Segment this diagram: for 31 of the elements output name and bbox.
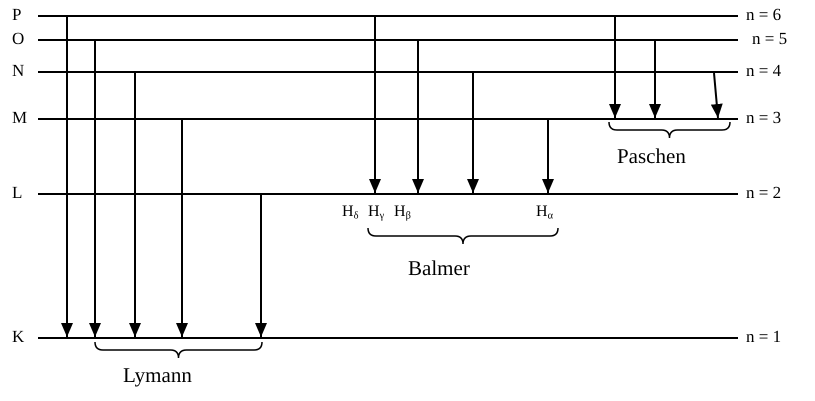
line-symbol: H$_{δ}$ [342, 204, 358, 220]
quantum-number: n = 1 [746, 327, 782, 347]
level-letter: O [12, 29, 24, 49]
transition-arrow [369, 17, 381, 193]
line-symbol: H$_{α}$ [536, 204, 554, 220]
quantum-number: n = 4 [746, 61, 782, 81]
quantum-number: n = 5 [752, 29, 788, 49]
transition-arrow [710, 72, 723, 118]
level-letter: M [12, 108, 28, 128]
line-symbol: H$_{γ}$ [368, 204, 384, 220]
level-letter: P [12, 5, 22, 25]
series-name: Paschen [617, 146, 686, 167]
transition-arrow [412, 41, 424, 193]
transition-arrow [649, 41, 661, 118]
transition-arrow [609, 17, 621, 118]
transition-arrow [176, 120, 188, 337]
transition-arrow [61, 17, 73, 337]
transition-arrow [542, 120, 554, 193]
series-name: Balmer [408, 258, 470, 279]
series-name: Lymann [123, 365, 192, 386]
quantum-number: n = 2 [746, 183, 782, 203]
line-symbol: H$_{β}$ [394, 204, 411, 220]
level-letter: L [12, 183, 22, 203]
transition-arrow [89, 41, 101, 337]
quantum-number: n = 6 [746, 5, 782, 25]
quantum-number: n = 3 [746, 108, 782, 128]
transition-arrow [255, 195, 267, 337]
level-letter: K [12, 327, 24, 347]
transition-arrow [467, 73, 479, 193]
transition-arrow [129, 73, 141, 337]
level-letter: N [12, 61, 24, 81]
